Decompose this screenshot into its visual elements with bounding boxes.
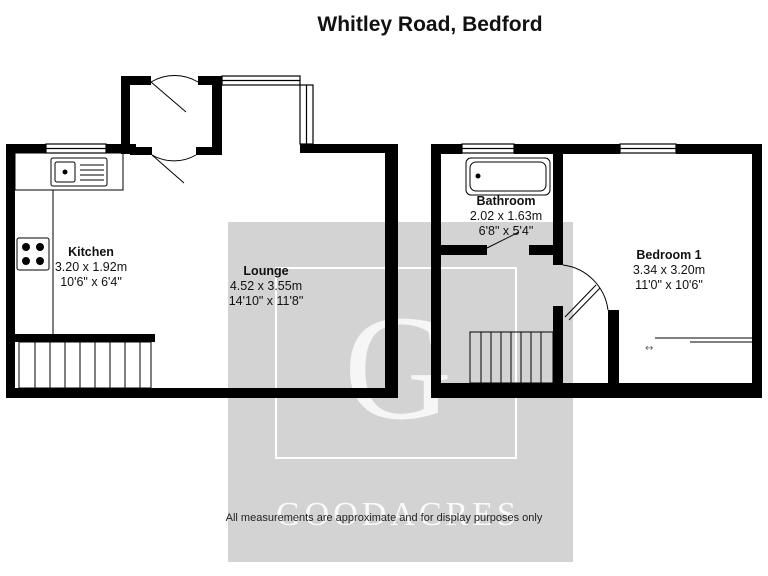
room-label-bedroom-1: Bedroom 1 3.34 x 3.20m 11'0" x 10'6" [614,248,724,293]
room-imperial: 10'6" x 6'4" [60,275,122,289]
room-metric: 3.20 x 1.92m [54,260,128,274]
room-metric: 3.34 x 3.20m [632,263,706,277]
plan-title: Whitley Road, Bedford [317,13,543,36]
room-imperial: 11'0" x 10'6" [635,278,703,292]
room-name: Bedroom 1 [636,248,702,262]
wardrobe: ↔ [645,337,752,354]
room-imperial: 14'10" x 11'8" [228,294,304,308]
windows [45,75,677,154]
stairs-ground [18,341,152,389]
ground-floor-walls [6,76,398,398]
first-floor-walls [431,144,762,398]
room-metric: 2.02 x 1.63m [469,209,543,223]
room-label-lounge: Lounge 4.52 x 3.55m 14'10" x 11'8" [206,264,326,309]
svg-text:GOODACRES: GOODACRES [276,496,520,533]
disclaimer: All measurements are approximate and for… [225,512,543,524]
room-metric: 4.52 x 3.55m [229,279,303,293]
bath [465,157,551,196]
svg-text:↔: ↔ [645,343,653,354]
room-name: Bathroom [476,194,536,208]
room-label-kitchen: Kitchen 3.20 x 1.92m 10'6" x 6'4" [48,245,134,290]
kitchen-fittings [14,152,124,334]
room-label-bathroom: Bathroom 2.02 x 1.63m 6'8" x 5'4" [460,194,552,239]
stairs-first [469,331,554,384]
door-swings [150,75,609,321]
room-name: Kitchen [68,245,114,259]
room-imperial: 6'8" x 5'4" [478,224,534,238]
room-name: Lounge [243,264,289,278]
